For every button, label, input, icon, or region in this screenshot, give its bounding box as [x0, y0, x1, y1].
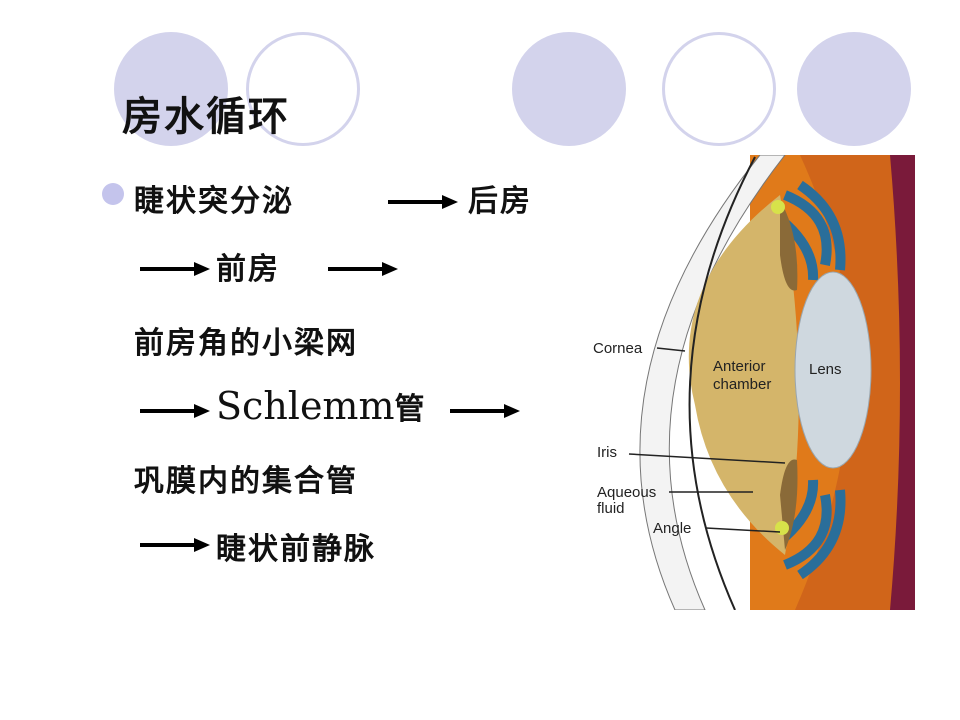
label-cornea: Cornea [593, 340, 643, 357]
cornea-leader [656, 347, 686, 352]
decor-circle-4 [662, 32, 776, 146]
flow-arrow-5 [450, 404, 520, 418]
step-collector-channels: 巩膜内的集合管 [134, 464, 358, 499]
step-trabecular-meshwork: 前房角的小梁网 [134, 326, 358, 361]
step-anterior-chamber: 前房 [216, 252, 280, 287]
label-iris: Iris [597, 444, 617, 461]
schlemm-text: Schlemm [216, 384, 395, 428]
flow-arrow-6 [140, 538, 210, 552]
label-chamber: chamber [713, 376, 772, 393]
flow-arrow-2 [140, 262, 210, 276]
iris-top [780, 200, 798, 291]
lens-shape [794, 271, 872, 469]
decor-circle-5 [797, 32, 911, 146]
bullet-marker [102, 183, 124, 205]
canal-text: 管 [394, 392, 427, 427]
decor-circle-2 [246, 32, 360, 146]
eye-anatomy-diagram: Cornea Anterior chamber Lens Iris Aqueou… [585, 154, 915, 611]
decor-circle-3 [512, 32, 626, 146]
cornea-band [639, 154, 787, 611]
step-ciliary-secretion: 睫状突分泌 [134, 184, 294, 219]
anterior-chamber-fill [688, 195, 799, 555]
flow-arrow-3 [328, 262, 398, 276]
cornea-line [688, 156, 756, 611]
iris-leader [628, 453, 786, 464]
decor-circle-1 [114, 32, 228, 146]
label-lens: Lens [809, 361, 842, 378]
flow-arrow-4 [140, 404, 210, 418]
step-schlemm-canal: Schlemm管 [216, 384, 427, 428]
slide-title: 房水循环 [122, 94, 290, 140]
angle-highlight-top [771, 200, 785, 214]
angle-highlight-bottom [775, 521, 789, 535]
sclera-edge [890, 155, 915, 610]
flow-arrow-1 [388, 195, 458, 209]
label-aqueous: Aqueous [597, 484, 657, 501]
label-anterior: Anterior [713, 358, 766, 375]
angle-leader [705, 527, 781, 533]
step-anterior-ciliary-veins: 睫状前静脉 [216, 532, 376, 567]
label-fluid: fluid [597, 500, 625, 517]
label-angle: Angle [653, 520, 692, 537]
eye-cross-section [628, 154, 915, 611]
step-posterior-chamber: 后房 [468, 184, 532, 219]
